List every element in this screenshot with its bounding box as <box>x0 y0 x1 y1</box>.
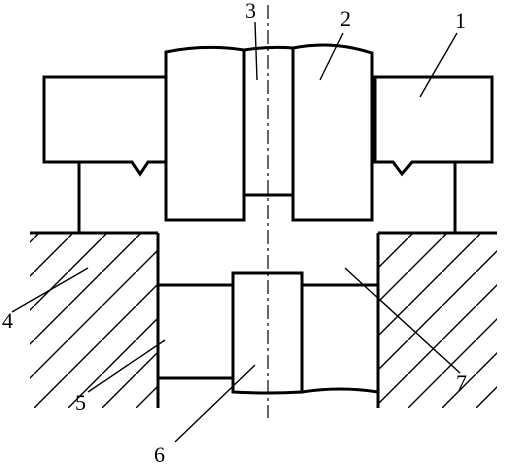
lower-pin-part-6 <box>231 271 304 395</box>
label-part-5: 5 <box>75 390 86 415</box>
label-part-4: 4 <box>2 308 13 333</box>
label-part-7: 7 <box>456 370 467 395</box>
label-part-2: 2 <box>340 6 351 31</box>
label-part-6: 6 <box>154 442 165 467</box>
center-pin-part-3 <box>242 45 295 220</box>
die-block-part-4 <box>30 231 160 408</box>
die-block-part-7 <box>376 231 497 408</box>
guide-posts <box>77 162 457 233</box>
lower-insert-right <box>300 283 380 394</box>
leader-lines <box>11 21 461 443</box>
lower-insert-part-5 <box>156 283 235 380</box>
label-part-1: 1 <box>455 8 466 33</box>
label-part-3: 3 <box>245 0 256 23</box>
